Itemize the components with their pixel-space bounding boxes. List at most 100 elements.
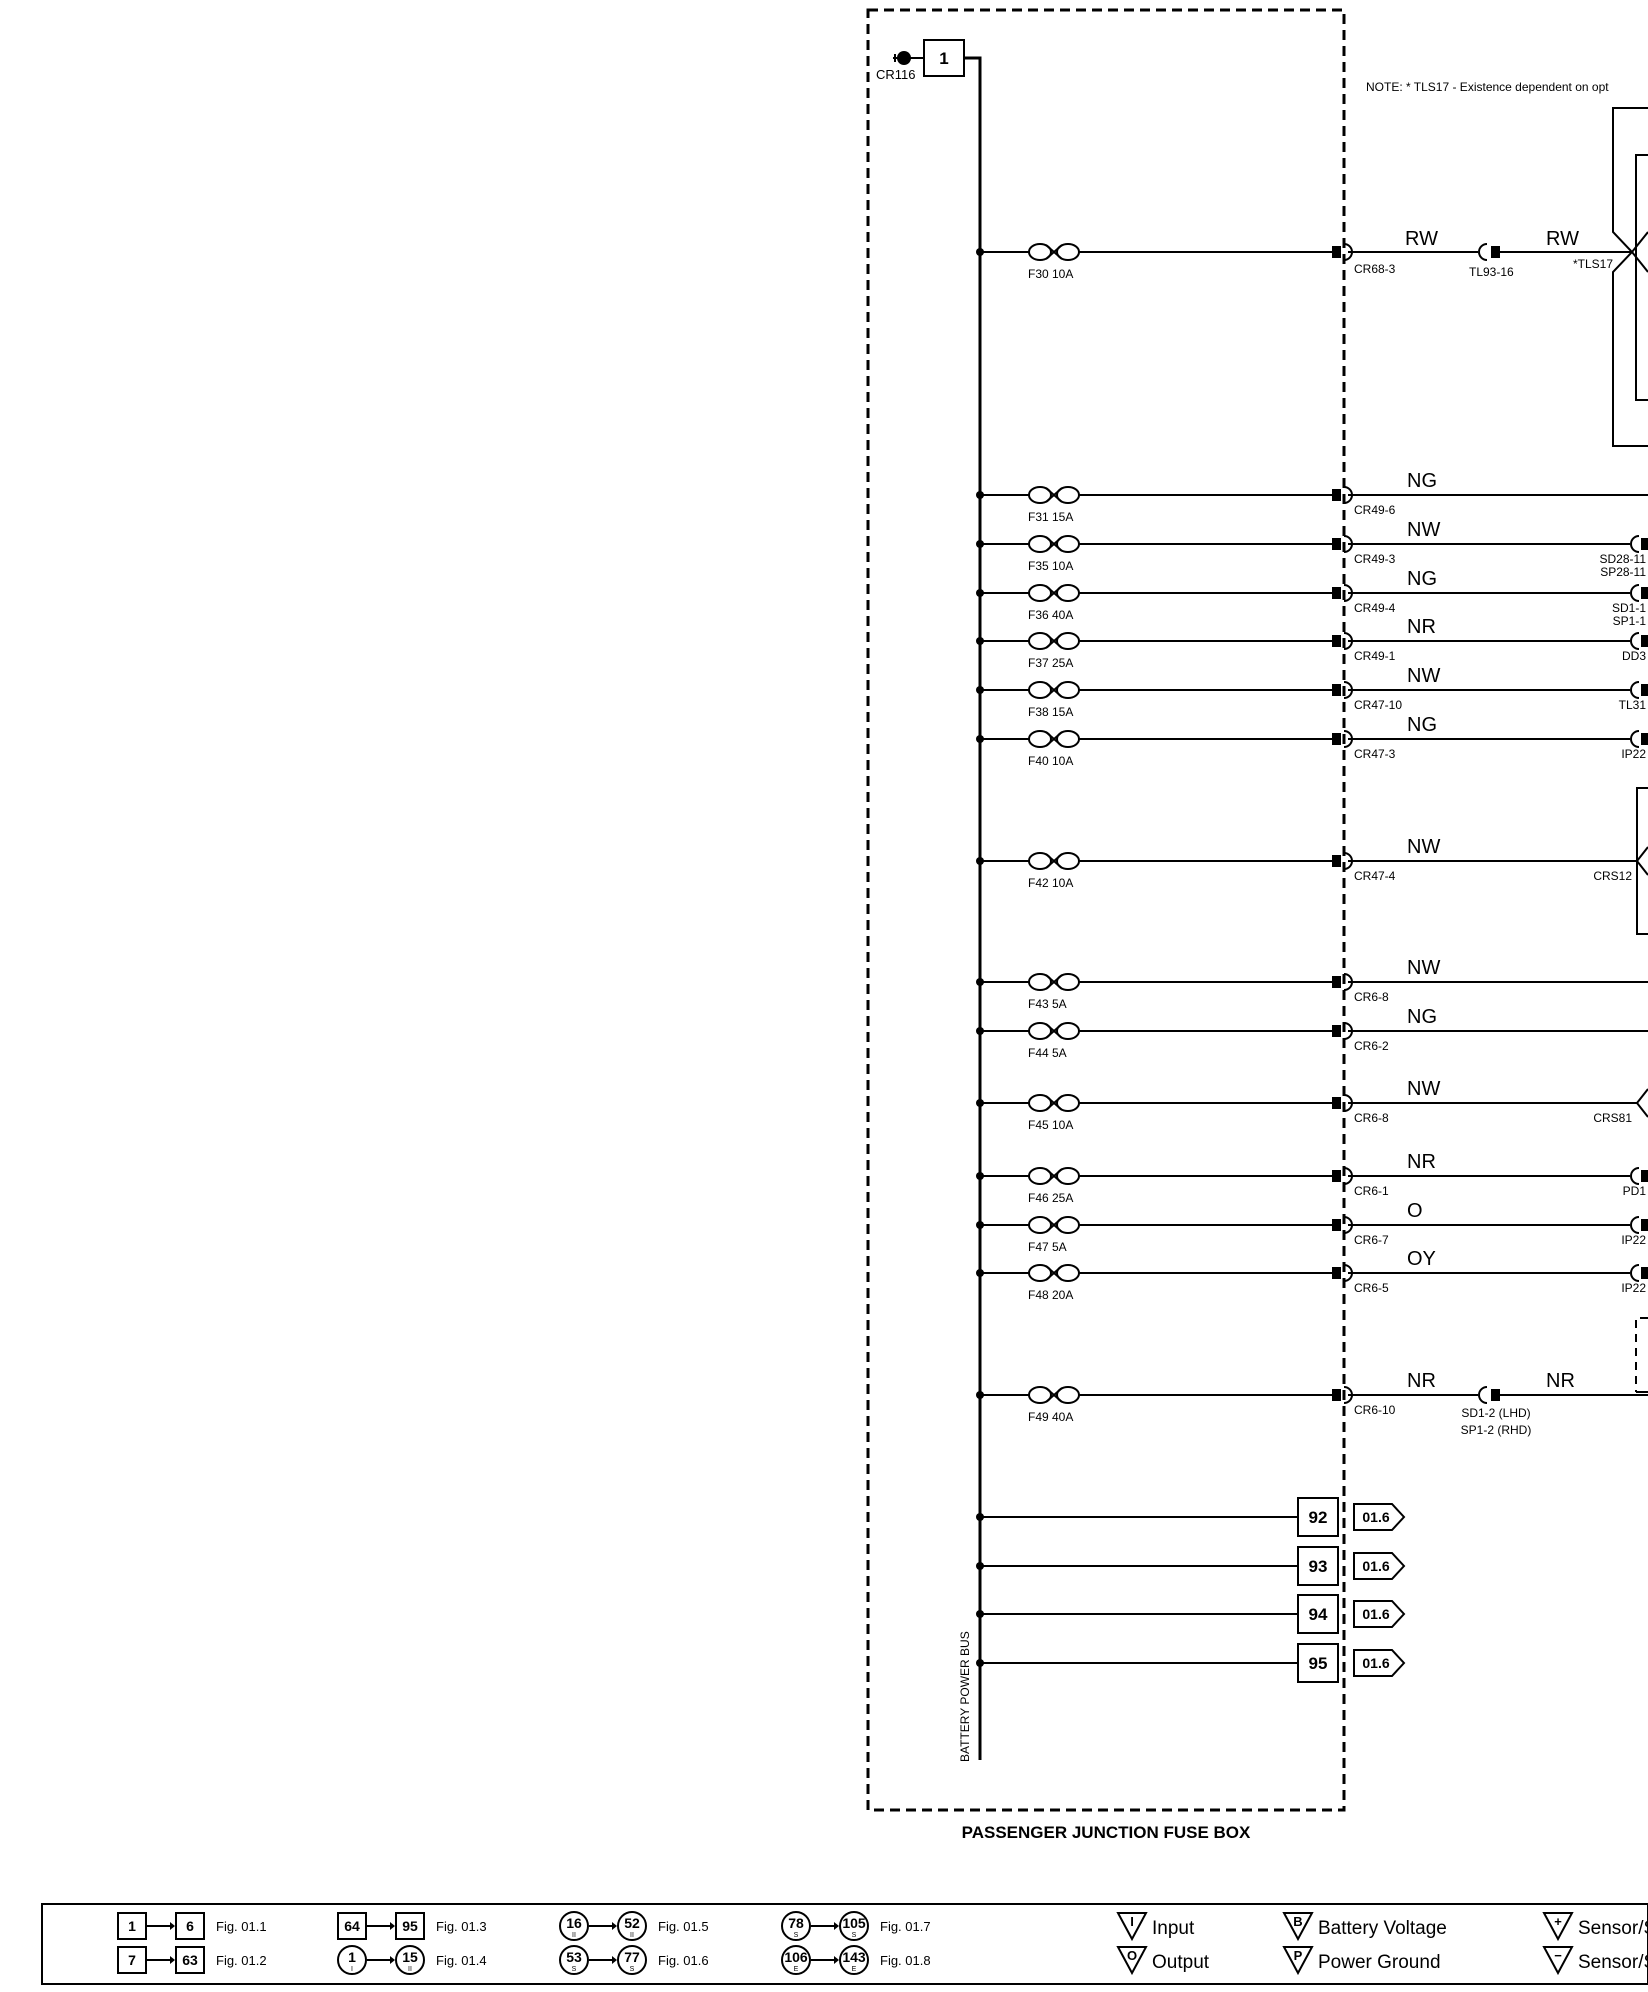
legend-range-sub: I: [351, 1966, 353, 1973]
end-connector-label: IP22: [1621, 1281, 1646, 1295]
fuse-label: F49 40A: [1028, 1410, 1073, 1424]
wire-color: NG: [1407, 568, 1437, 590]
legend-range-sub: S: [852, 1932, 857, 1939]
connector-label: CR6-1: [1354, 1184, 1389, 1198]
legend-range-fig: Fig. 01.3: [436, 1919, 487, 1934]
page-ref-label: 01.6: [1362, 1655, 1389, 1671]
page-ref-label: 01.6: [1362, 1558, 1389, 1574]
component-outline-crs12: [1636, 787, 1648, 935]
legend-symbol-glyph: +: [1554, 1914, 1562, 1929]
wire-color: NW: [1407, 519, 1440, 541]
legend-range-from: 1: [128, 1918, 136, 1934]
legend-symbol-icon: [1116, 1912, 1148, 1942]
legend-symbol-glyph: O: [1127, 1948, 1137, 1963]
wire-color: NR: [1407, 616, 1436, 638]
end-connector-label: SD28-11: [1600, 552, 1647, 566]
connector-label: CR6-8: [1354, 990, 1389, 1004]
legend-range-fig: Fig. 01.2: [216, 1953, 267, 1968]
fuse-label-f30: F30 10A: [1028, 267, 1073, 281]
legend-symbol-label: Input: [1152, 1918, 1195, 1939]
connector-label: CR6-8: [1354, 1111, 1389, 1125]
wire-color: NW: [1407, 665, 1440, 687]
fuse-box-title: PASSENGER JUNCTION FUSE BOX: [962, 1823, 1251, 1842]
page-ref-arrow: [1353, 1503, 1406, 1531]
end-connector-label: IP22: [1621, 747, 1646, 761]
end-connector-label-2: SP1-1: [1613, 614, 1647, 628]
legend-symbol-icon: [1542, 1946, 1574, 1976]
legend-symbol-glyph: P: [1294, 1948, 1303, 1963]
legend-symbol: − Sensor/S: [1542, 1946, 1648, 1976]
legend-range-sub: S: [630, 1966, 635, 1973]
battery-power-bus: [964, 56, 982, 1760]
connector-number: 1: [939, 49, 948, 68]
wire-color-rw: RW: [1405, 228, 1438, 250]
legend-range-fig: Fig. 01.8: [880, 1953, 931, 1968]
legend-symbol-glyph: B: [1293, 1914, 1302, 1929]
legend-range-sub: S: [572, 1966, 577, 1973]
connector-label: CR49-4: [1354, 601, 1396, 615]
end-connector-label-2: SP28-11: [1600, 565, 1646, 579]
fuse-label: F36 40A: [1028, 608, 1073, 622]
wire-color: NG: [1407, 1006, 1437, 1028]
wire-color: NW: [1407, 836, 1440, 858]
legend-symbol-icon: [1542, 1912, 1574, 1942]
legend-range-to: 105: [842, 1915, 866, 1931]
fuse-circuit: F44 5A CR6-2 NG: [976, 1006, 1648, 1060]
end-connector-label: TL31: [1619, 698, 1647, 712]
fuse-label: F48 20A: [1028, 1288, 1073, 1302]
fuse-label: F46 25A: [1028, 1191, 1073, 1205]
legend-symbol-label: Battery Voltage: [1318, 1918, 1447, 1939]
end-connector-label: CRS81: [1593, 1111, 1632, 1125]
connector-label: CR47-10: [1354, 698, 1402, 712]
legend-symbol-label: Sensor/S: [1578, 1952, 1648, 1973]
wire-color-2: NR: [1546, 1370, 1575, 1392]
legend-range-to: 143: [842, 1949, 866, 1965]
bus-output-number: 94: [1309, 1605, 1328, 1624]
legend-range-sub: II: [630, 1932, 634, 1939]
fuse-label: F38 15A: [1028, 705, 1073, 719]
legend-range-to: 77: [624, 1949, 640, 1965]
wire-color: NG: [1407, 470, 1437, 492]
end-connector-label: PD1: [1623, 1184, 1647, 1198]
wire-color: O: [1407, 1200, 1423, 1222]
legend-range-fig: Fig. 01.5: [658, 1919, 709, 1934]
page-ref-arrow: [1353, 1552, 1406, 1580]
fuse-label: F37 25A: [1028, 656, 1073, 670]
wire-color: NW: [1407, 957, 1440, 979]
legend-range-sub: E: [794, 1966, 799, 1973]
wire-color-rw-2: RW: [1546, 228, 1579, 250]
fuse-label: F44 5A: [1028, 1046, 1067, 1060]
bus-label: BATTERY POWER BUS: [958, 1631, 972, 1762]
legend-range-fig: Fig. 01.6: [658, 1953, 709, 1968]
legend-range-to: 6: [186, 1918, 194, 1934]
bus-output-number: 92: [1309, 1508, 1328, 1527]
legend-range-sub: S: [794, 1932, 799, 1939]
fuse-label: F47 5A: [1028, 1240, 1067, 1254]
fuse-circuit: F38 15A CR47-10 NW TL31: [976, 665, 1648, 719]
connector-label: CR6-5: [1354, 1281, 1389, 1295]
connector-label: CR6-2: [1354, 1039, 1389, 1053]
legend-range-to: 52: [624, 1915, 640, 1931]
legend-symbol-label: Sensor/S: [1578, 1918, 1648, 1939]
legend-range-to: 95: [402, 1918, 418, 1934]
legend-range-fig: Fig. 01.7: [880, 1919, 931, 1934]
legend-range-sub: II: [408, 1966, 412, 1973]
legend-range-to: 15: [402, 1949, 418, 1965]
legend-symbol-glyph: −: [1554, 1948, 1562, 1963]
